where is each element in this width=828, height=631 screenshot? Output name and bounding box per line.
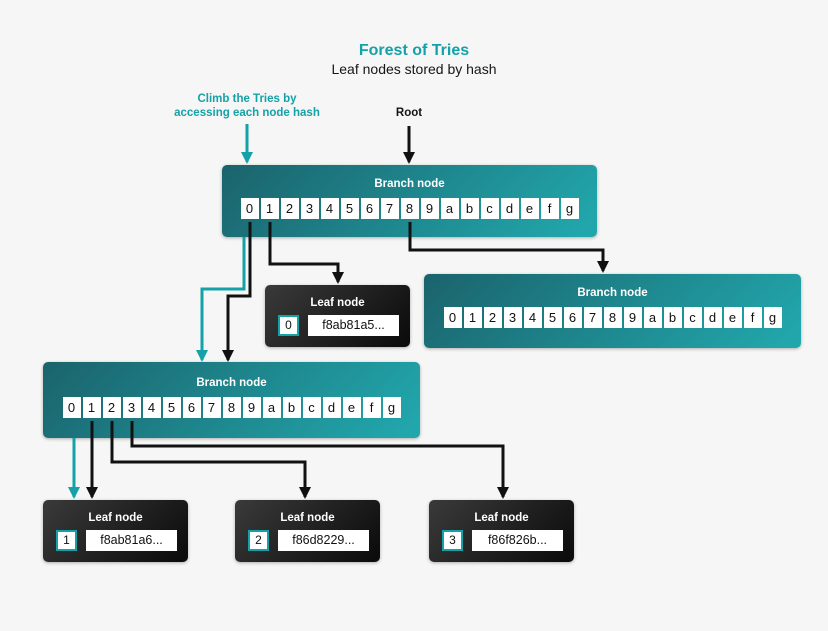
hex-digit-cell: e	[723, 307, 742, 328]
diagram-subtitle: Leaf nodes stored by hash	[331, 61, 497, 77]
leaf-node-label: Leaf node	[280, 512, 335, 524]
leaf-row: 2 f86d8229...	[248, 530, 369, 551]
hex-digit-cell: a	[440, 198, 459, 219]
hex-digit-cell: 6	[360, 198, 379, 219]
hex-digit-cell: c	[302, 397, 321, 418]
hex-digit-cell: 6	[563, 307, 582, 328]
leaf-node-label: Leaf node	[88, 512, 143, 524]
hex-digit-cell: a	[643, 307, 662, 328]
leaf-row: 1 f8ab81a6...	[56, 530, 177, 551]
hex-digit-cell: g	[382, 397, 401, 418]
hex-digit-cell: 4	[142, 397, 161, 418]
hex-digit-cell: a	[262, 397, 281, 418]
hex-digit-cell: 3	[503, 307, 522, 328]
hex-digit-cell: 0	[62, 397, 81, 418]
hex-digit-cell: 2	[483, 307, 502, 328]
hex-digit-cell: 2	[280, 198, 299, 219]
hex-digit-cell: 5	[340, 198, 359, 219]
hex-digit-cell: 7	[583, 307, 602, 328]
leaf-node-0: Leaf node 0 f8ab81a5...	[265, 285, 410, 347]
leaf-hash-value: f86d8229...	[278, 530, 369, 551]
climb-annotation: Climb the Tries by accessing each node h…	[147, 92, 347, 120]
leaf-node-label: Leaf node	[474, 512, 529, 524]
climb-annotation-line1: Climb the Tries by	[197, 93, 297, 105]
leaf-index-cell: 0	[278, 315, 299, 336]
hex-digit-cell: 2	[102, 397, 121, 418]
hex-digit-cell: 1	[260, 198, 279, 219]
hex-digit-cell: 8	[222, 397, 241, 418]
leaf-node-3: Leaf node 3 f86f826b...	[429, 500, 574, 562]
hex-digit-cell: 3	[300, 198, 319, 219]
hex-digit-cell: f	[540, 198, 559, 219]
hex-digit-cell: 7	[380, 198, 399, 219]
hex-digit-cell: 5	[162, 397, 181, 418]
hex-digit-cell: f	[362, 397, 381, 418]
hex-digit-cell: g	[560, 198, 579, 219]
hex-digit-cell: 4	[320, 198, 339, 219]
hex-digit-cell: g	[763, 307, 782, 328]
edge-climb-to-mid-branch	[196, 237, 246, 362]
hex-digit-cell: 1	[82, 397, 101, 418]
leaf-hash-value: f86f826b...	[472, 530, 563, 551]
hex-digit-cell: 9	[242, 397, 261, 418]
hex-digit-cell: 9	[623, 307, 642, 328]
edge-top-cell0-to-mid-branch	[222, 222, 252, 362]
hex-digit-cell: 9	[420, 198, 439, 219]
branch-node-label: Branch node	[577, 287, 648, 299]
hex-digit-cell: e	[342, 397, 361, 418]
hex-digit-cell: 7	[202, 397, 221, 418]
hex-digit-cell: f	[743, 307, 762, 328]
hex-digit-cell: e	[520, 198, 539, 219]
hex-digit-cell: 8	[603, 307, 622, 328]
hex-digit-cell: b	[460, 198, 479, 219]
hex-digit-cell: d	[500, 198, 519, 219]
leaf-hash-value: f8ab81a6...	[86, 530, 177, 551]
hex-digit-cell: 5	[543, 307, 562, 328]
hex-digit-cell: c	[683, 307, 702, 328]
hex-digit-cell: b	[282, 397, 301, 418]
leaf-index-cell: 3	[442, 530, 463, 551]
hex-digit-cell: d	[322, 397, 341, 418]
hex-digit-cell: b	[663, 307, 682, 328]
hex-digit-cell: c	[480, 198, 499, 219]
hex-digit-cell: 4	[523, 307, 542, 328]
branch-node-label: Branch node	[196, 377, 267, 389]
leaf-row: 3 f86f826b...	[442, 530, 563, 551]
hex-digit-cell: 0	[240, 198, 259, 219]
diagram-title: Forest of Tries	[358, 42, 470, 59]
leaf-node-label: Leaf node	[310, 297, 365, 309]
climb-annotation-line2: accessing each node hash	[174, 107, 320, 119]
hex-digit-cell: 8	[400, 198, 419, 219]
leaf-index-cell: 1	[56, 530, 77, 551]
hex-digit-cell: 0	[443, 307, 462, 328]
leaf-index-cell: 2	[248, 530, 269, 551]
hex-digit-cell: 3	[122, 397, 141, 418]
hex-digit-cell: 6	[182, 397, 201, 418]
leaf-node-2: Leaf node 2 f86d8229...	[235, 500, 380, 562]
leaf-hash-value: f8ab81a5...	[308, 315, 399, 336]
root-annotation: Root	[395, 107, 423, 119]
hex-digit-cell: d	[703, 307, 722, 328]
hex-digit-cell: 1	[463, 307, 482, 328]
leaf-node-1: Leaf node 1 f8ab81a6...	[43, 500, 188, 562]
leaf-row: 0 f8ab81a5...	[278, 315, 399, 336]
branch-node-label: Branch node	[374, 178, 445, 190]
